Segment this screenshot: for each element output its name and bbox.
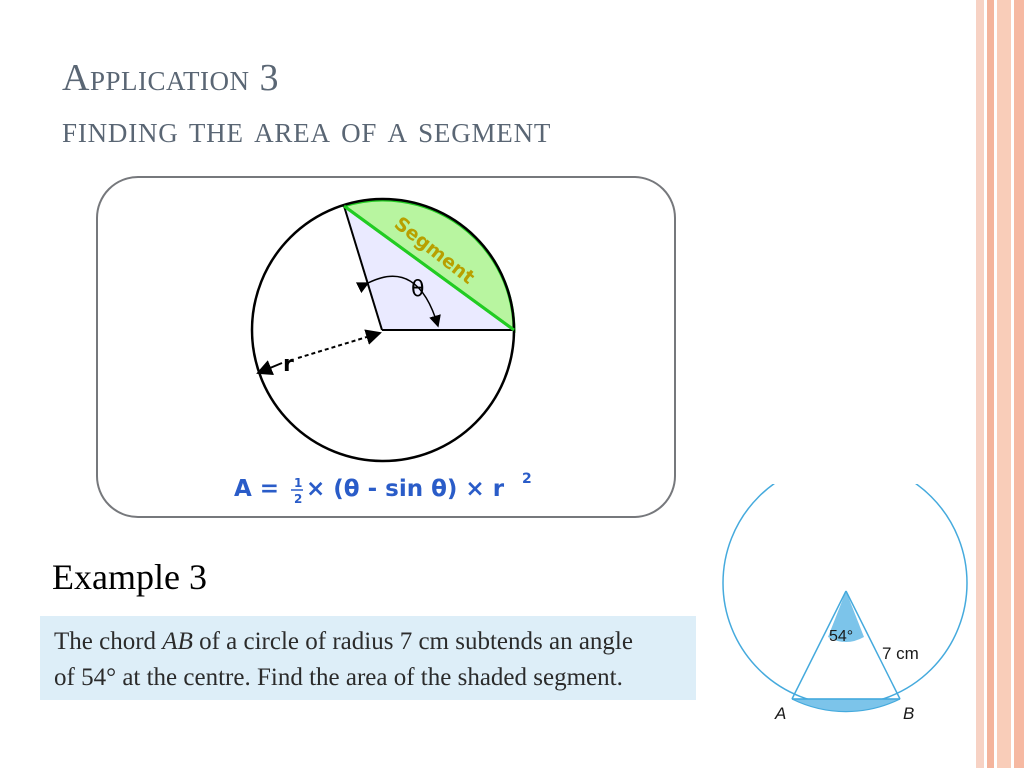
radius-arrow: [256, 360, 283, 375]
example-heading: Example 3: [52, 557, 207, 597]
border-stripe: [1014, 0, 1024, 768]
problem-text: The chord: [54, 628, 163, 655]
radius-line: [791, 590, 847, 700]
point-a-label: A: [774, 704, 786, 723]
segment-diagram: θ r Segment A = 1 2 × (θ - sin θ) × r 2: [234, 197, 532, 506]
angle-label: 54°: [829, 628, 853, 645]
formula-lhs: A =: [234, 476, 279, 502]
border-stripe: [1011, 0, 1014, 768]
area-formula: A = 1 2 × (θ - sin θ) × r 2: [234, 471, 532, 506]
radius-line: [845, 590, 901, 700]
border-stripe: [994, 0, 997, 768]
formula-exponent: 2: [522, 471, 532, 487]
slide-title: Application 3: [62, 57, 279, 99]
formula-half-denominator: 2: [294, 492, 302, 506]
angle-label: θ: [411, 277, 424, 302]
border-stripe: [997, 0, 1011, 768]
segment-diagram-panel: θ r Segment A = 1 2 × (θ - sin θ) × r 2: [96, 176, 676, 518]
radius-arrow: [297, 329, 382, 359]
formula-rhs: × (θ - sin θ) × r: [306, 476, 505, 502]
problem-line-2: of 54° at the centre. Find the area of t…: [54, 664, 623, 691]
problem-statement: The chord AB of a circle of radius 7 cm …: [40, 616, 696, 700]
radius-label: 7 cm: [882, 644, 919, 663]
point-b-label: B: [903, 704, 914, 723]
slide-subtitle: finding the area of a segment: [62, 109, 552, 151]
chord-name: AB: [162, 628, 193, 655]
example-circle-diagram: 54° 7 cm A B: [722, 484, 968, 723]
border-stripe: [976, 0, 984, 768]
problem-text: of a circle of radius 7 cm subtends an a…: [192, 628, 633, 655]
border-stripe: [987, 0, 994, 768]
formula-half-numerator: 1: [294, 476, 302, 490]
border-stripe: [984, 0, 987, 768]
angle-wedge: [828, 591, 864, 642]
shaded-segment: [791, 698, 901, 713]
radius-label: r: [283, 352, 294, 377]
problem-line-1: The chord AB of a circle of radius 7 cm …: [54, 624, 696, 660]
chord-line: [343, 204, 515, 332]
angle-arc: [355, 275, 441, 328]
